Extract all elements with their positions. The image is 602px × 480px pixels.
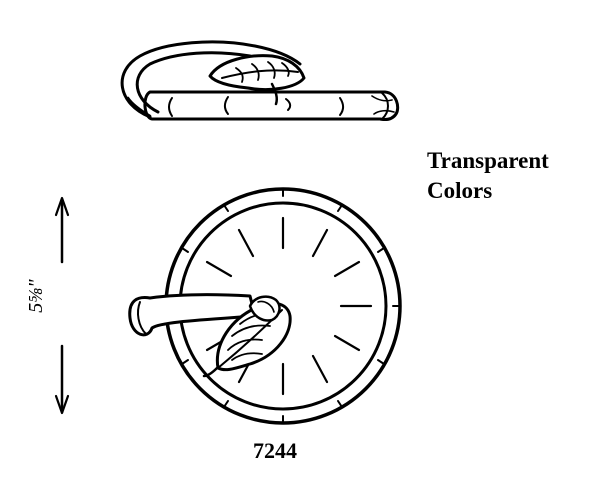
arrowhead-down <box>54 394 70 415</box>
side-handle-loop-inner <box>135 51 252 114</box>
color-note-line1: Transparent <box>427 148 549 173</box>
side-plate-body <box>143 90 400 121</box>
color-note-line2: Colors <box>427 178 493 203</box>
handle <box>128 293 257 337</box>
leaf-stem <box>248 295 281 322</box>
side-view <box>120 40 400 121</box>
dimension-label: 5⅝" <box>25 279 47 313</box>
dimension-arrow <box>54 196 70 415</box>
rim-ticks <box>165 188 401 424</box>
top-view <box>128 187 402 425</box>
side-leaf <box>208 54 306 92</box>
arrowhead-up <box>54 196 70 217</box>
color-note: Transparent Colors <box>427 146 549 206</box>
item-number: 7244 <box>253 438 297 463</box>
side-handle-loop <box>120 40 302 119</box>
